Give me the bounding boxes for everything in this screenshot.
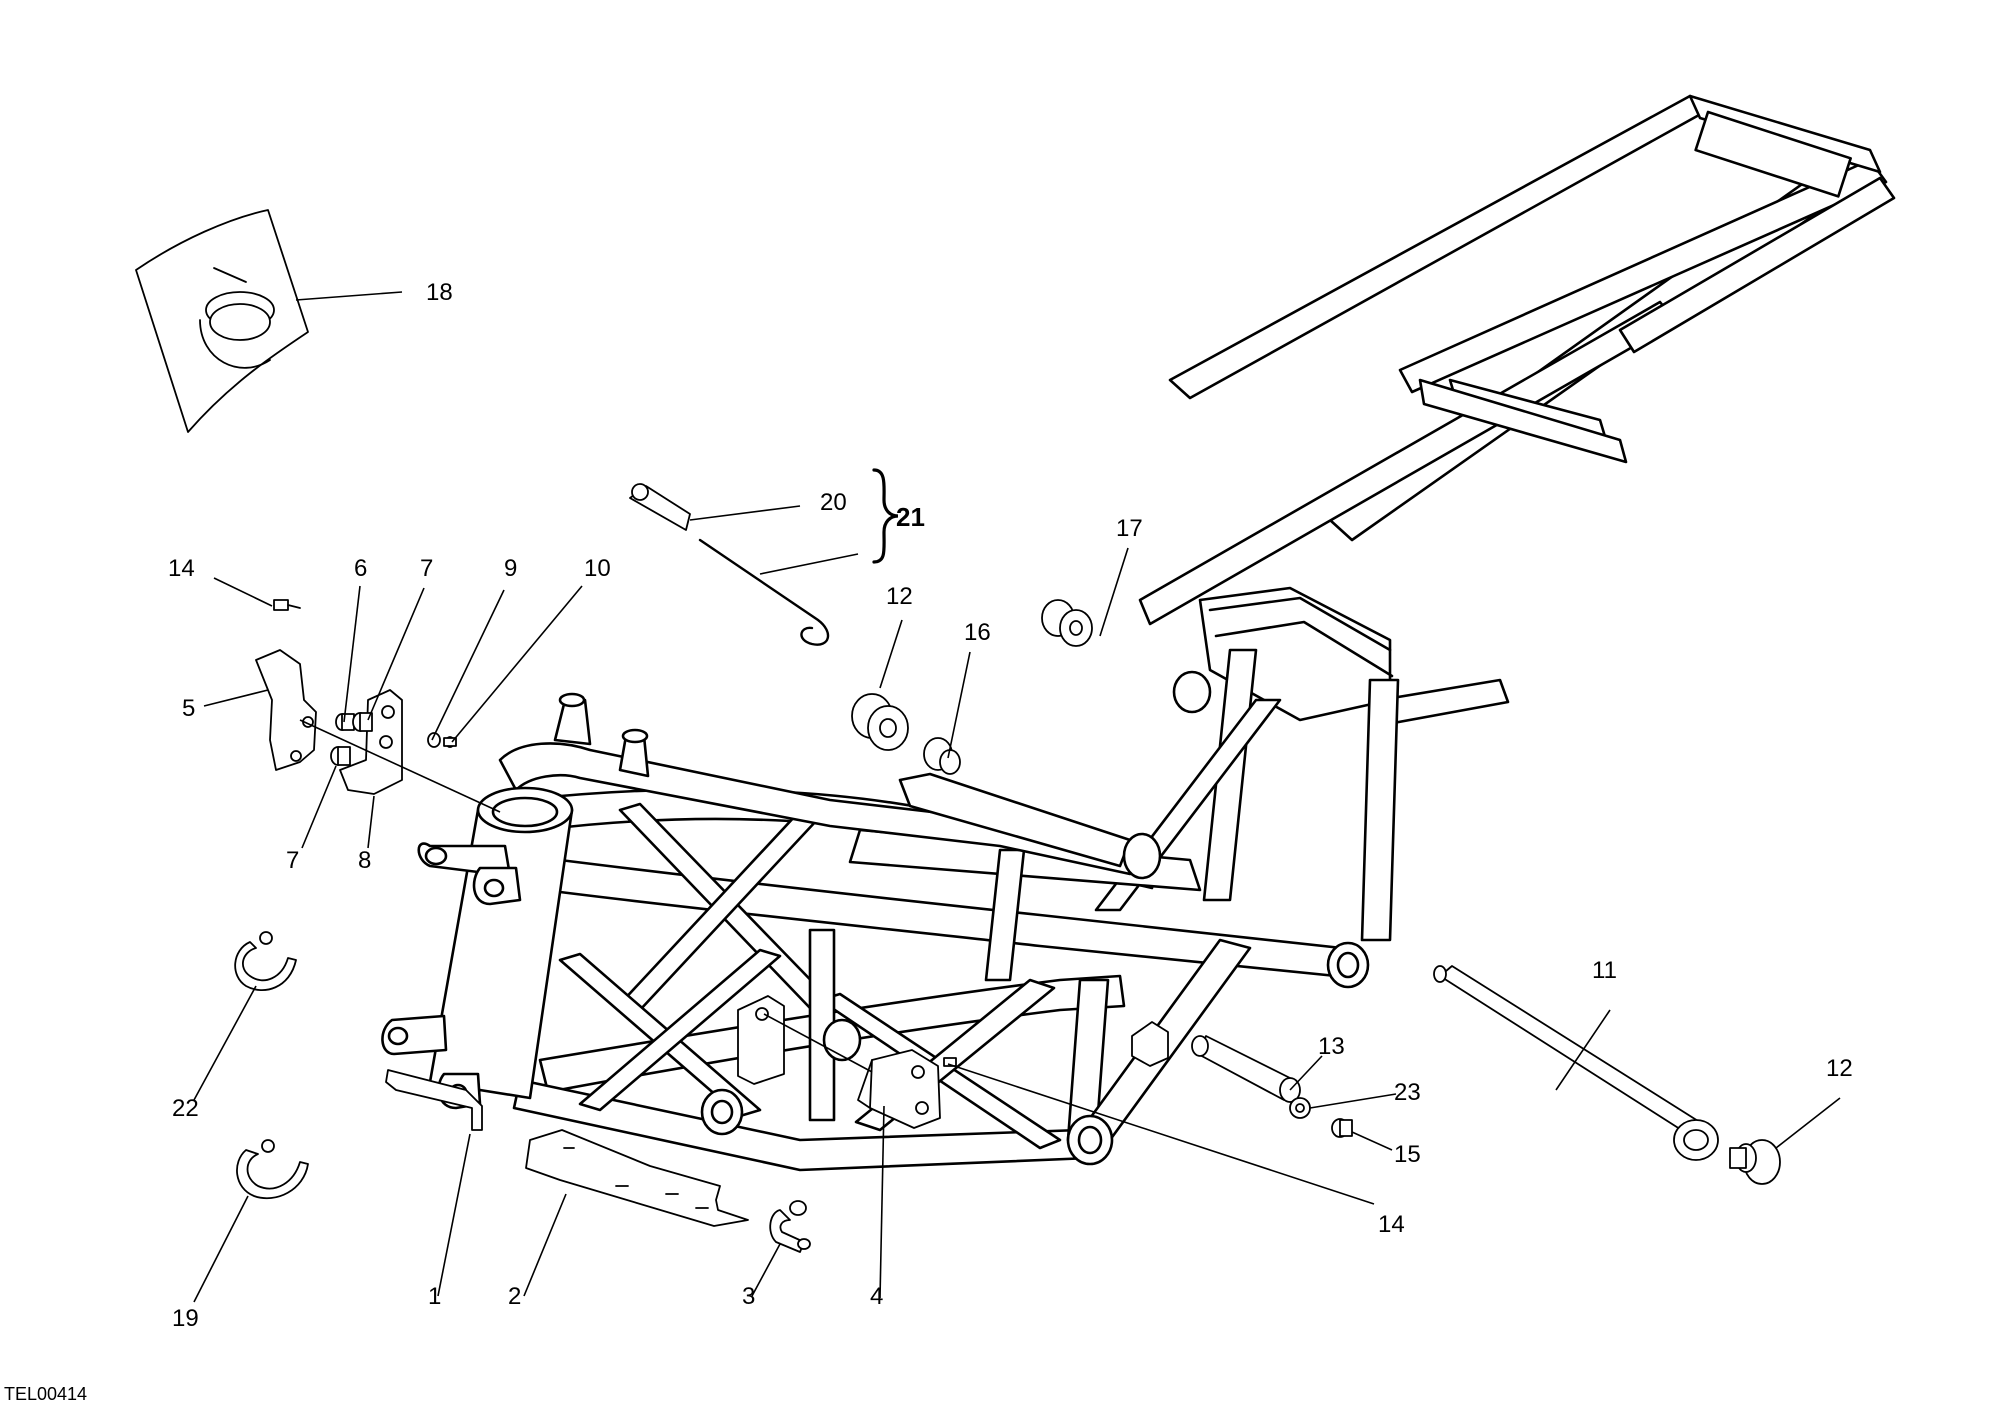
part-21-cable [698,538,830,646]
part-9-washer [427,732,441,748]
callout-18: 18 [426,279,453,306]
callout-brace-21 [872,468,899,564]
callout-17: 17 [1116,515,1143,542]
swingarm-bracket [1131,1021,1169,1067]
part-13-spacer [1191,1035,1301,1103]
part-17-rubber-mount [1041,599,1093,647]
callout-22: 22 [172,1095,199,1122]
part-14-screw-top [273,599,301,611]
head-lug-upper-hole [424,846,448,866]
callout-16: 16 [964,619,991,646]
rear-subframe-top-rail [1398,158,1888,394]
part-12-rubber-mount [851,693,909,751]
callout-4: 4 [870,1283,883,1310]
callout-3: 3 [742,1283,755,1310]
callout-12-right: 12 [1826,1055,1853,1082]
drawing-reference: TEL00414 [4,1384,87,1404]
head-lug-upper-2-hole [483,878,505,898]
part-23-washer [1289,1097,1311,1119]
subframe-downtube-right [1360,678,1400,942]
main-frame [498,94,1896,1172]
leader-lines [193,291,1841,1303]
part-2-lower-plate [525,1129,749,1227]
part-16-rubber-mount [923,737,961,775]
callout-11: 11 [1592,957,1617,984]
callout-23: 23 [1394,1079,1421,1106]
callout-8: 8 [358,847,371,874]
seat-support-strap-1 [1208,596,1392,652]
rear-crossmember-plate [1694,110,1852,198]
part-18-shield [135,209,309,433]
part-10-screw [443,736,457,748]
part-19-clamp [236,1139,309,1200]
callout-7-top: 7 [420,555,433,582]
callout-5: 5 [182,695,195,722]
callout-14-bottom: 14 [1378,1211,1405,1238]
callout-13: 13 [1318,1033,1345,1060]
callout-6: 6 [354,555,367,582]
head-tab-left-hole [558,692,586,708]
callout-19: 19 [172,1305,199,1332]
crossmember-mid-2 [1378,678,1510,726]
part-8-plate [339,689,403,795]
rear-subframe-strut [1618,176,1896,354]
subframe-downtube-left [1202,648,1258,902]
part-20-cable-end [629,483,691,531]
rear-engine-mount-boss-inner [1336,951,1360,979]
steering-head-top-inner [491,796,559,828]
head-tab-right-hole [621,728,649,744]
rear-subframe-lower-rail [1138,300,1678,626]
callout-1: 1 [428,1283,441,1310]
part-12-cap-right [1729,1139,1781,1185]
callout-12-left: 12 [886,583,913,610]
part-3-clamp [769,1200,811,1253]
engine-mount-boss-upper [1122,832,1162,880]
trellis-vertical-1 [808,928,836,1122]
callouts: 1 2 3 4 5 6 7 7 8 9 10 11 12 12 13 14 14… [168,279,1853,1332]
steering-head [381,786,574,1110]
part-11-pivot-shaft [1433,965,1719,1161]
callout-2: 2 [508,1283,521,1310]
seat-support-strap-2 [1214,620,1394,678]
part-14-screw-lower [943,1057,957,1067]
head-lug-lower-hole [387,1026,409,1046]
lower-mid-boss [822,1018,862,1062]
callout-10: 10 [584,555,611,582]
subframe-mount-boss [1172,670,1212,714]
callout-7-bottom: 7 [286,847,299,874]
lower-engine-boss-inner [710,1099,734,1125]
part-5-bracket [255,649,317,771]
callout-20: 20 [820,489,847,516]
callout-9: 9 [504,555,517,582]
callout-14-top: 14 [168,555,195,582]
trellis-diagonal-5 [578,948,782,1112]
part-15-bolt [1331,1118,1353,1138]
part-22-clamp [234,931,297,991]
part-1-steering-stop [385,1069,483,1131]
crossmember-mid-1 [1418,378,1628,464]
pivot-boss-inner [1077,1125,1103,1155]
callout-21: 21 [896,502,925,532]
callout-15: 15 [1394,1141,1421,1168]
